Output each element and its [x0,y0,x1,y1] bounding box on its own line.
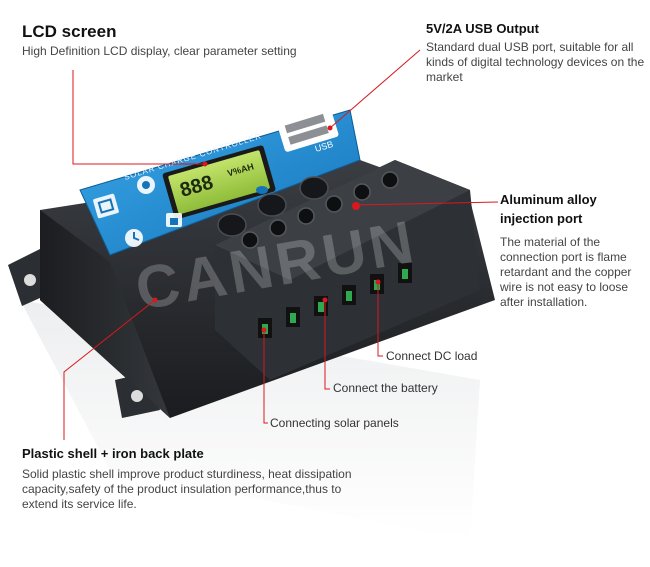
key-timer [125,229,143,247]
lcd-screen-title: LCD screen [22,22,117,41]
solar-panels-label: Connecting solar panels [270,416,399,430]
lcd-display: 888 V%AH [162,145,276,220]
aluminum-port-title: Aluminum alloy injection port [500,192,597,226]
solar-leader [263,330,268,424]
usb-output-description: Standard dual USB port, suitable for all… [426,40,645,84]
key-menu [93,193,119,219]
usb-port [277,108,339,152]
usb-leader [329,49,421,129]
battery-label: Connect the battery [333,381,438,395]
lcd-leader [72,70,205,165]
shell-title: Plastic shell + iron back plate [22,446,204,461]
load-leader [377,282,383,357]
battery-leader [324,300,330,390]
lcd-screen-description: High Definition LCD display, clear param… [22,44,297,58]
shell-description: Solid plastic shell improve product stur… [22,467,352,511]
shell-leader [63,299,156,440]
aluminum-leader [354,201,499,206]
terminal-screws [241,171,399,249]
aluminum-port-description: The material of the connection port is f… [500,235,632,309]
leader-lines [63,49,499,440]
key-set [137,176,155,194]
usb-output-title: 5V/2A USB Output [426,21,539,36]
dc-load-label: Connect DC load [386,349,478,363]
control-buttons [217,176,329,237]
key-protect [166,213,182,227]
